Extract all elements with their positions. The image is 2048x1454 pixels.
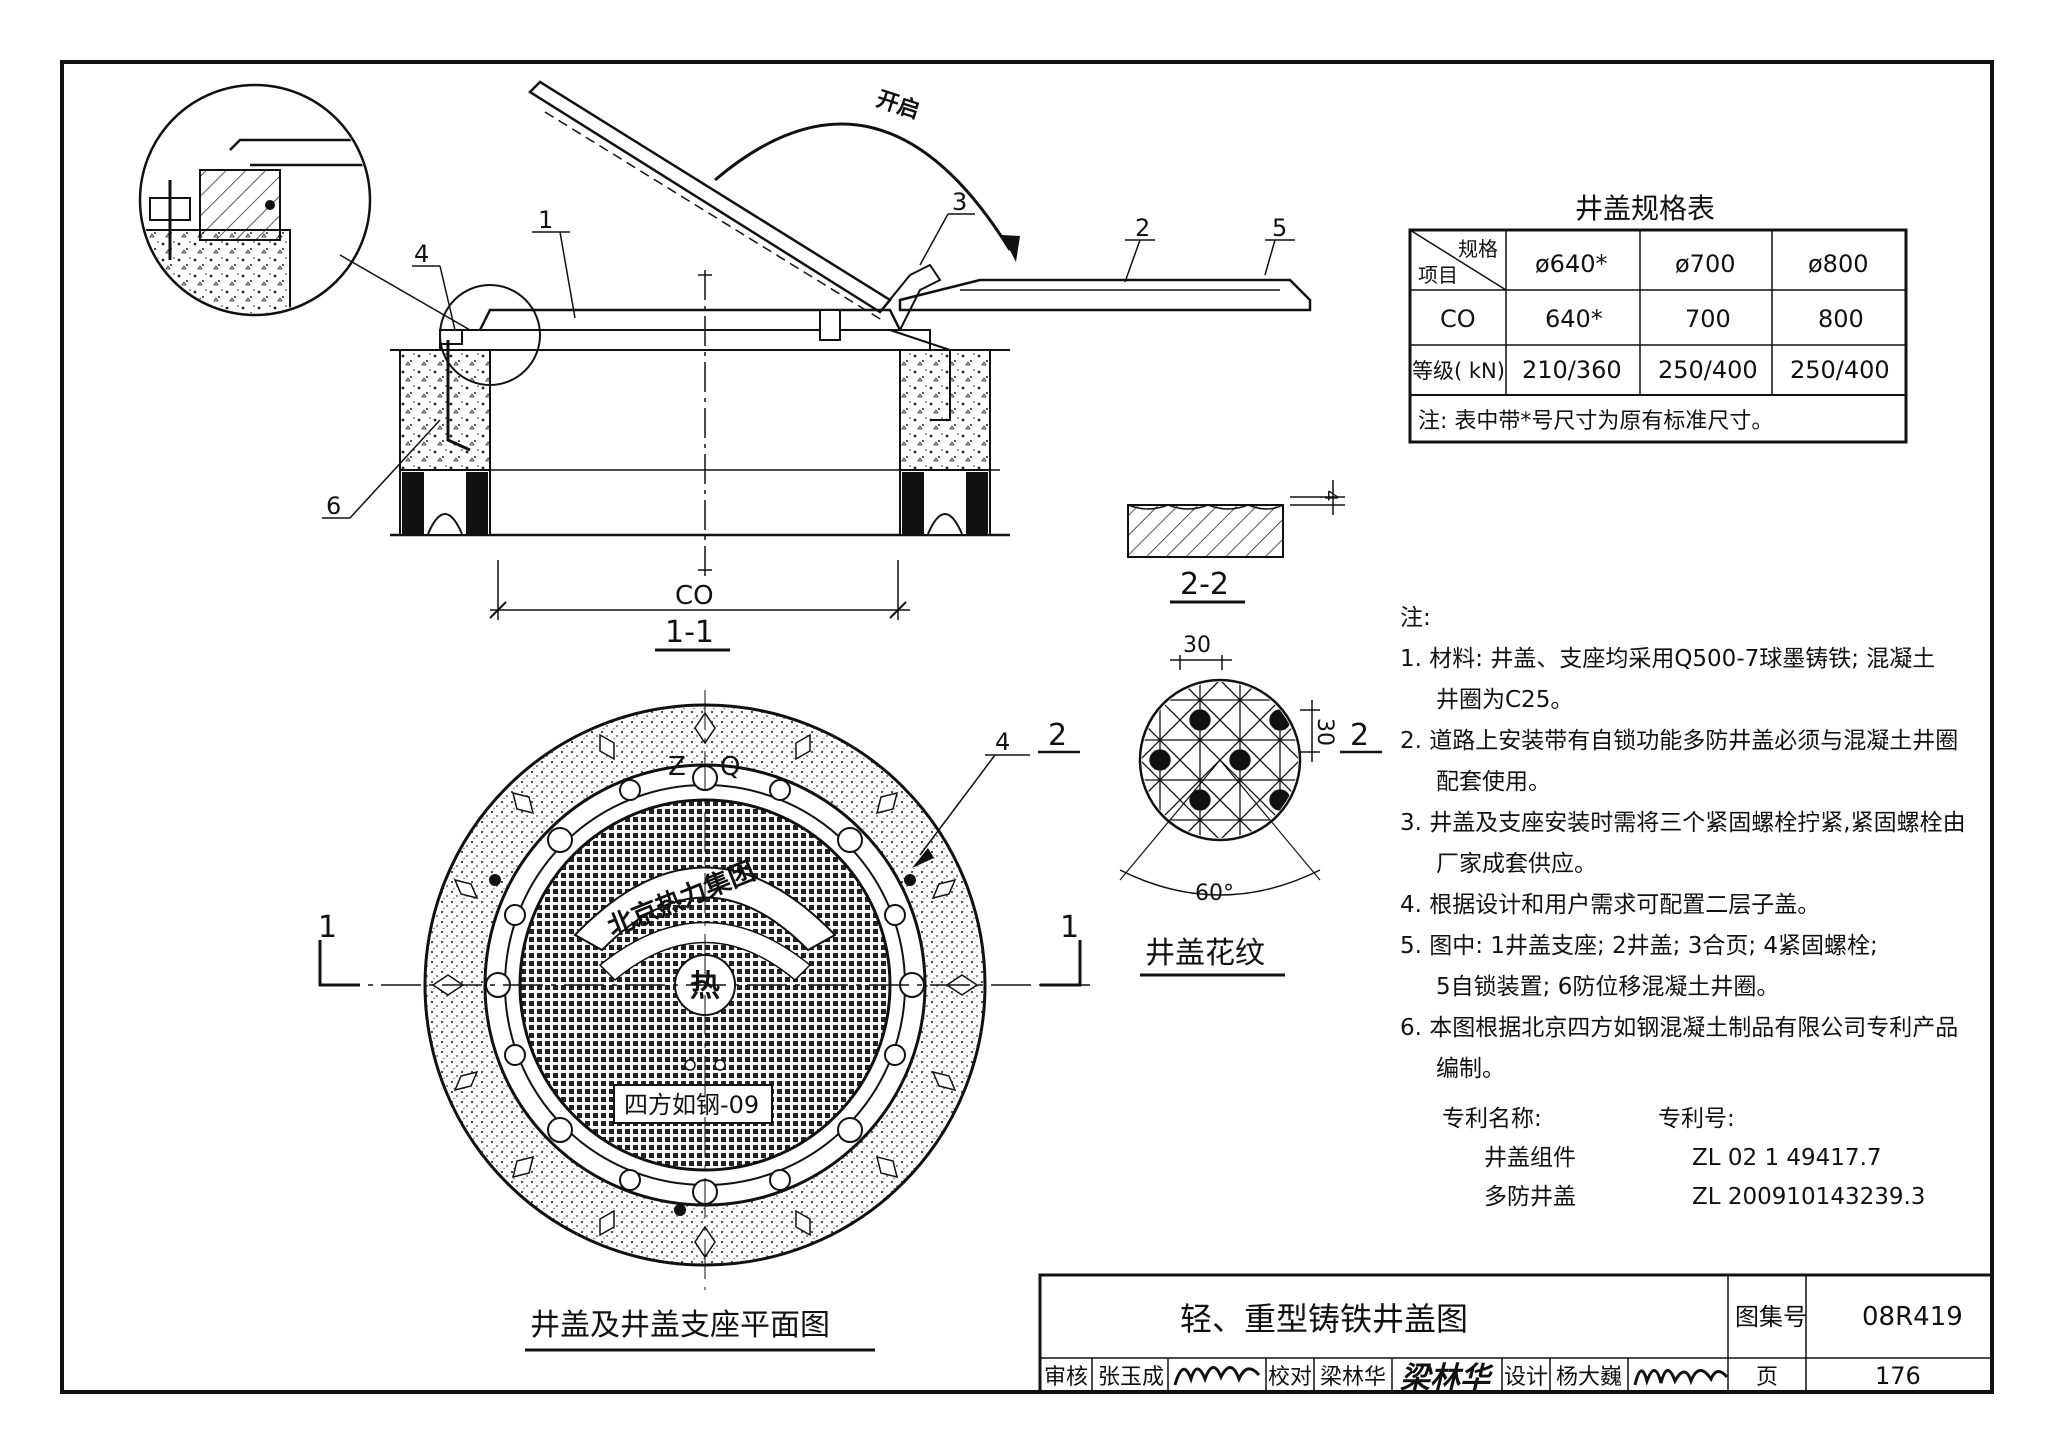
note-6-cont: 编制。 <box>1436 1056 1505 1082</box>
callout-4: 4 <box>414 240 429 268</box>
callout-1: 1 <box>538 206 553 234</box>
notes-block: 注: 1. 材料: 井盖、支座均采用Q500-7球墨铸铁; 混凝土 井圈为C25… <box>1400 598 2000 1090</box>
review-label: 审核 <box>1044 1365 1088 1390</box>
dim-co: CO <box>675 581 714 611</box>
page-label: 页 <box>1756 1365 1778 1390</box>
spec-cell-1-3: 800 <box>1818 305 1864 333</box>
drawing-title: 轻、重型铸铁井盖图 <box>1180 1300 1468 1338</box>
design-label: 设计 <box>1504 1365 1548 1390</box>
dim-4: 4 <box>1320 490 1341 501</box>
note-5-cont: 5自锁装置; 6防位移混凝土井圈。 <box>1436 974 1780 1000</box>
note-1: 1. 材料: 井盖、支座均采用Q500-7球墨铸铁; 混凝土 <box>1400 646 1936 672</box>
spec-header-1: ø640* <box>1535 250 1608 278</box>
spec-corner-top: 规格 <box>1458 237 1498 261</box>
patent-number-header: 专利号: <box>1658 1106 1735 1132</box>
patent-1-number: ZL 02 1 49417.7 <box>1692 1145 1882 1171</box>
callout-5: 5 <box>1272 214 1287 242</box>
plan-view: Z Q 北京热力集团 热 四方如钢-09 1 1 4 井盖及井盖支座平面图 <box>318 690 1090 1352</box>
spec-cell-1-2: 700 <box>1685 305 1731 333</box>
note-4: 4. 根据设计和用户需求可配置二层子盖。 <box>1400 892 1821 918</box>
atlas-number: 08R419 <box>1862 1302 1963 1332</box>
callout-3: 3 <box>952 188 967 216</box>
spec-row-label-2: 等级( kN) <box>1412 359 1505 383</box>
spec-header-2: ø700 <box>1675 250 1736 278</box>
reviewer-signature <box>1173 1366 1261 1386</box>
pattern-detail: 30 30 60° 井盖花纹 2 2 <box>1038 633 1382 977</box>
open-label: 开启 <box>873 86 923 124</box>
section-2-2-label: 2-2 <box>1180 567 1229 602</box>
plan-letter-q: Q <box>720 752 740 782</box>
spec-cell-2-3: 250/400 <box>1790 356 1890 384</box>
reviewer-name: 张玉成 <box>1098 1365 1164 1390</box>
section-1-1-label: 1-1 <box>665 615 714 650</box>
pattern-dim-60: 60° <box>1195 881 1234 906</box>
patent-list: 专利名称: 专利号: 井盖组件 ZL 02 1 49417.7 多防井盖 ZL … <box>1442 1100 1925 1217</box>
title-block: 轻、重型铸铁井盖图 图集号 08R419 审核 张玉成 校对 梁林华 梁林华 设… <box>1038 1273 1994 1396</box>
spec-corner-bottom: 项目 <box>1418 263 1458 287</box>
spec-cell-2-2: 250/400 <box>1658 356 1758 384</box>
note-1-cont: 井圈为C25。 <box>1436 687 1574 713</box>
sheet-border <box>60 60 1994 1394</box>
note-3-cont: 厂家成套供应。 <box>1436 851 1597 877</box>
plan-brand-plate: 四方如钢-09 <box>624 1091 759 1119</box>
section-2-2: 4 2-2 <box>1127 480 1345 604</box>
spec-header-3: ø800 <box>1808 250 1869 278</box>
page-number: 176 <box>1875 1362 1921 1390</box>
spec-row-label-1: CO <box>1440 305 1476 333</box>
spec-table-note: 注: 表中带*号尺寸为原有标准尺寸。 <box>1418 409 1773 434</box>
spec-cell-1-1: 640* <box>1545 305 1603 333</box>
callout-2: 2 <box>1135 214 1150 242</box>
plan-cut-1-left: 1 <box>318 910 337 945</box>
plan-title: 井盖及井盖支座平面图 <box>530 1308 830 1343</box>
note-2: 2. 道路上安装带有自锁功能多防井盖必须与混凝土井圈 <box>1400 728 1959 754</box>
checker-signature: 梁林华 <box>1400 1361 1494 1396</box>
patent-1-name: 井盖组件 <box>1484 1145 1576 1171</box>
note-2-cont: 配套使用。 <box>1436 769 1551 795</box>
spec-table: 井盖规格表 规格 项目 ø640* ø700 ø800 CO 640* 700 … <box>1408 192 1908 444</box>
check-label: 校对 <box>1268 1365 1312 1390</box>
spec-cell-2-1: 210/360 <box>1522 356 1622 384</box>
spec-table-title: 井盖规格表 <box>1575 192 1715 225</box>
note-6: 6. 本图根据北京四方如钢混凝土制品有限公司专利产品 <box>1400 1015 1959 1041</box>
pattern-title: 井盖花纹 <box>1145 936 1265 971</box>
notes-heading: 注: <box>1400 605 1431 631</box>
designer-name: 杨大巍 <box>1556 1365 1622 1390</box>
patent-2-name: 多防井盖 <box>1484 1184 1576 1210</box>
atlas-label: 图集号 <box>1735 1303 1807 1331</box>
plan-letter-z: Z <box>668 752 686 782</box>
plan-callout-4: 4 <box>995 728 1010 756</box>
patent-2-number: ZL 200910143239.3 <box>1692 1184 1926 1210</box>
note-5: 5. 图中: 1井盖支座; 2井盖; 3合页; 4紧固螺栓; <box>1400 933 1878 959</box>
section-1-1: 开启 CO 1-1 1 2 3 4 <box>138 80 1312 652</box>
checker-name: 梁林华 <box>1320 1365 1386 1390</box>
pattern-dim-30b: 30 <box>1312 718 1337 746</box>
plan-cut-1-right: 1 <box>1060 910 1079 945</box>
patent-name-header: 专利名称: <box>1442 1106 1542 1132</box>
pattern-dim-30a: 30 <box>1183 633 1211 658</box>
callout-6: 6 <box>326 492 341 520</box>
pattern-cut-2-right: 2 <box>1350 718 1369 753</box>
note-3: 3. 井盖及支座安装时需将三个紧固螺栓拧紧,紧固螺栓由 <box>1400 810 1966 836</box>
designer-signature <box>1633 1369 1729 1386</box>
pattern-cut-2-left: 2 <box>1048 718 1067 753</box>
